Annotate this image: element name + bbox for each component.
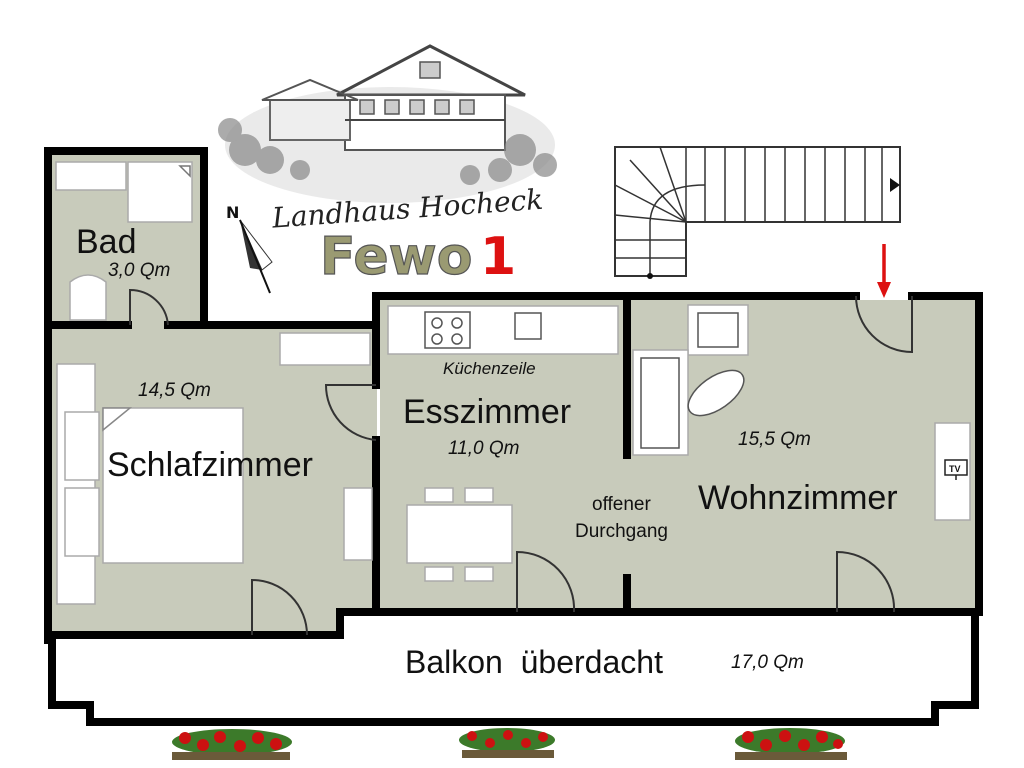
room-area-balkon: 17,0 Qm	[731, 652, 804, 673]
wardrobe-left	[56, 363, 96, 605]
room-name-schlafzimmer: Schlafzimmer	[107, 446, 313, 484]
room-name-bad: Bad	[76, 223, 137, 261]
durchgang-label-2: Durchgang	[575, 521, 668, 542]
flower-box-left	[172, 729, 292, 760]
toilet	[69, 274, 107, 321]
coffee-table	[687, 369, 745, 417]
staircase	[614, 146, 901, 279]
doors	[129, 288, 913, 636]
kitchen-sink-icon	[514, 312, 542, 340]
shower	[127, 161, 193, 223]
room-area-schlafzimmer: 14,5 Qm	[138, 380, 211, 401]
apartment-number: 1	[480, 227, 516, 287]
dining-table	[406, 504, 513, 564]
room-name-wohnzimmer: Wohnzimmer	[698, 479, 898, 517]
flower-box-center	[459, 728, 555, 758]
bed	[102, 407, 244, 564]
room-name-balkon: Balkon überdacht	[405, 644, 663, 680]
wardrobe-top	[279, 332, 371, 366]
stove-icon	[424, 311, 471, 349]
durchgang-label-1: offener	[592, 494, 651, 515]
balcony	[48, 608, 979, 726]
room-area-bad: 3,0 Qm	[108, 260, 170, 281]
bathroom-sink	[55, 161, 127, 191]
room-name-esszimmer: Esszimmer	[403, 393, 571, 431]
flower-box-right	[735, 728, 847, 760]
walls	[44, 147, 983, 644]
tv-icon: TV	[944, 459, 968, 480]
room-name-kuechenzeile: Küchenzeile	[443, 359, 536, 378]
room-area-wohnzimmer: 15,5 Qm	[738, 429, 811, 450]
entrance-arrow-icon	[877, 244, 891, 298]
room-area-esszimmer: 11,0 Qm	[448, 438, 519, 459]
north-arrow-icon: N	[226, 203, 273, 294]
apartment-title: Fewo	[320, 227, 472, 287]
dresser	[343, 487, 373, 561]
tv-label: TV	[949, 464, 961, 474]
furniture: TV	[55, 161, 971, 605]
north-label: N	[226, 203, 239, 222]
landhaus-logo: Landhaus Hocheck	[218, 44, 557, 235]
flower-boxes	[172, 728, 847, 760]
kitchen-counter	[387, 305, 619, 355]
